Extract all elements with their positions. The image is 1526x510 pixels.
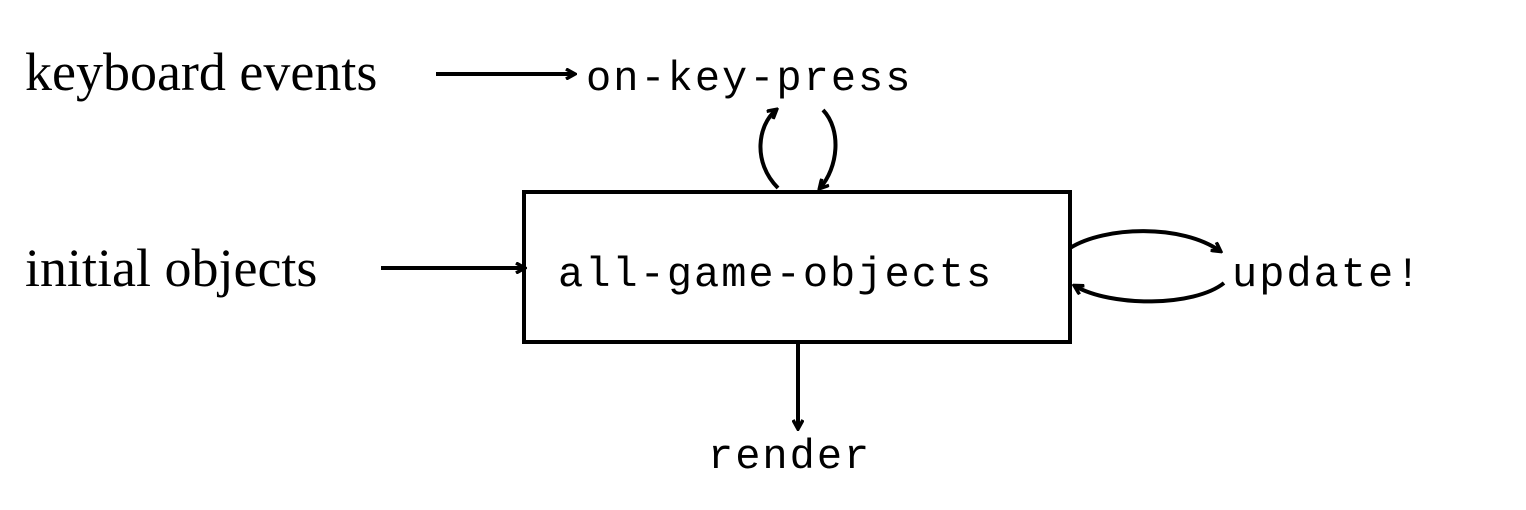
- initial-objects-label: initial objects: [25, 238, 317, 298]
- box-to-keypress-arrow: [758, 110, 778, 190]
- update-node: update!: [1232, 251, 1422, 299]
- update-to-box-arrow: [1075, 281, 1226, 304]
- render-node: render: [708, 433, 871, 481]
- on-key-press-node: on-key-press: [586, 55, 912, 103]
- all-game-objects-node: all-game-objects: [558, 251, 993, 299]
- keyboard-events-label: keyboard events: [25, 42, 377, 102]
- keypress-to-box-arrow: [820, 108, 838, 188]
- box-to-update-arrow: [1068, 229, 1220, 251]
